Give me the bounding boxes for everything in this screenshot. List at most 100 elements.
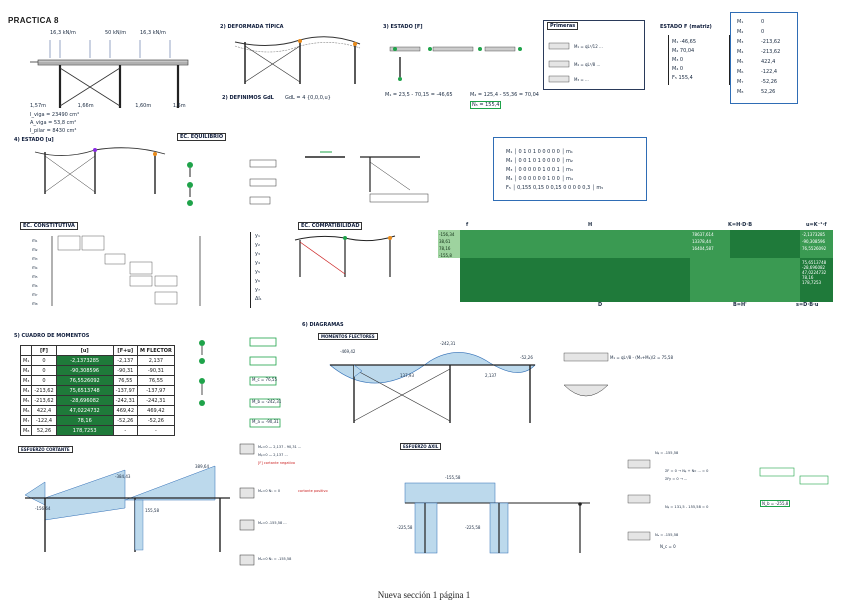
svg-text:M₃ = ...: M₃ = ... bbox=[574, 77, 589, 82]
grid-k-values: 78637,614 13378,44 16404,587 bbox=[692, 231, 714, 252]
support-dim-3: 1,60m bbox=[135, 103, 152, 109]
moments-cell: -213,62 bbox=[31, 395, 57, 406]
svg-text:m₆: m₆ bbox=[32, 283, 38, 288]
section-ec-compatibilidad: EC. COMPATIBILIDAD bbox=[298, 222, 363, 230]
moments-cell: -90,308596 bbox=[55, 365, 114, 376]
mdiag-val-3: -52,26 bbox=[520, 355, 533, 360]
moments-col-flector: M FLECTOR bbox=[136, 345, 175, 356]
moments-cell: 47,0224732 bbox=[55, 405, 114, 416]
mdiag-val-5: 2,137 bbox=[485, 373, 497, 378]
compatibilidad-figure bbox=[290, 232, 400, 282]
moments-cell: -242,31 bbox=[136, 395, 175, 406]
moments-cell: -28,696082 bbox=[55, 395, 114, 406]
moments-cell: -52,26 bbox=[136, 415, 175, 426]
svg-text:Mₐ=0 N₁ = 0: Mₐ=0 N₁ = 0 bbox=[258, 489, 280, 493]
equilibrio-svg bbox=[187, 159, 277, 206]
grid-h-block bbox=[460, 230, 730, 258]
moments-col-label bbox=[19, 345, 33, 356]
right-load-label: 16,3 kN/m bbox=[140, 30, 166, 36]
moments-header-row: [F] [u] [F+u] M FLECTOR bbox=[19, 345, 175, 356]
moments-col-f: [F] bbox=[31, 345, 57, 356]
grid-s-2: -28,696082 bbox=[802, 265, 826, 270]
prop-aviga: A_viga = 53,8 cm² bbox=[30, 120, 77, 126]
grid-label-u: u=K⁻¹·f bbox=[806, 222, 827, 228]
section-esfuerzo-axil: ESFUERZO AXIL bbox=[400, 443, 442, 450]
section-estado-f: 3) ESTADO [F] bbox=[383, 24, 423, 30]
grid-label-k: K=H·D·B bbox=[728, 222, 753, 228]
moments-cell: M₂ bbox=[19, 365, 33, 376]
fm-vec-label-5: M₅ bbox=[737, 59, 744, 65]
grid-f-1: -156,34 bbox=[439, 232, 455, 237]
svg-text:M₂ = qL²/8 ...: M₂ = qL²/8 ... bbox=[574, 62, 600, 67]
grid-u-2: -90,308596 bbox=[802, 239, 826, 244]
svg-text:cortante positivo: cortante positivo bbox=[298, 489, 328, 493]
y-1: y₁ bbox=[255, 233, 260, 239]
grid-k-3: 16404,587 bbox=[692, 246, 714, 251]
grid-f-values: -156,34 38,61 78,16 -155,8 bbox=[439, 231, 454, 259]
moments-cell: -52,26 bbox=[112, 415, 138, 426]
middle-calcs: Mₐ=0 — 2,137 - 90,31 ... Mᵦ=0 — 2,137 ..… bbox=[238, 440, 378, 580]
moments-cell: - bbox=[136, 425, 175, 436]
y-4: y₄ bbox=[255, 260, 260, 266]
mid-load-label: 50 kN/m bbox=[105, 30, 127, 36]
left-load-label: 16,3 kN/m bbox=[50, 30, 76, 36]
equilibrio-right-svg bbox=[305, 151, 429, 203]
gdl-formula: GdL = 4 {0,0,0,u} bbox=[285, 95, 331, 101]
grid-label-d: D bbox=[598, 302, 603, 308]
nb-eq: N_b = -255,8 bbox=[760, 500, 791, 507]
moments-cell: M₄ bbox=[19, 385, 33, 396]
nc-eq: N_c = 0 bbox=[660, 544, 676, 549]
right-calcs-svg: Nᵦ = -155,58 ΣF = 0 → Nᵦ + Nc ... = 0 ΣF… bbox=[627, 451, 829, 541]
section-deformada: 2) DEFORMADA TÍPICA bbox=[220, 24, 284, 30]
fm-val-3: -213,62 bbox=[761, 39, 781, 45]
grid-s-4: 78,16 bbox=[802, 275, 814, 280]
svg-text:m₇: m₇ bbox=[32, 292, 38, 297]
moments-cell: -137,97 bbox=[112, 385, 138, 396]
cm-row-5: F₅ │ 0,155 0,15 0 0,15 0 0 0 0 0,3 │ m₅ bbox=[506, 185, 604, 191]
support-dim-1: 1,57m bbox=[30, 103, 47, 109]
moments-cell: 422,4 bbox=[31, 405, 57, 416]
grid-s-3: 47,0224732 bbox=[802, 270, 827, 275]
m-eq: M₁ = qL²/8 - (M₁+M₂)/2 = 75,58 bbox=[610, 355, 674, 360]
grid-s-5: 178,7253 bbox=[802, 280, 822, 285]
section-ec-constitutiva: EC. CONSTITUTIVA bbox=[20, 222, 78, 230]
document-title: PRACTICA 8 bbox=[8, 16, 59, 25]
axil-diagram: -155,58 -225,58 -225,58 bbox=[395, 465, 595, 555]
moments-cell: M₇ bbox=[19, 415, 33, 426]
prop-iviga: I_viga = 23490 cm⁴ bbox=[30, 112, 80, 118]
grid-f-3: 78,16 bbox=[439, 246, 451, 251]
props-list: I_viga = 23490 cm⁴ A_viga = 53,8 cm² I_p… bbox=[30, 111, 79, 135]
mb-negative: M_b = -242,31 bbox=[252, 399, 282, 404]
section-momentos-flectores: MOMENTOS FLECTORES bbox=[318, 333, 378, 340]
moments-cell: 0 bbox=[31, 375, 57, 386]
y-7: y₇ bbox=[255, 287, 260, 293]
f-eq3: N₅ = 155,4 bbox=[470, 101, 502, 109]
page-footer: Nueva sección 1 página 1 bbox=[377, 590, 471, 600]
parabola-svg bbox=[563, 352, 609, 397]
grid-s-1: 75,6513748 bbox=[802, 260, 827, 265]
moments-cell: -90,31 bbox=[136, 365, 175, 376]
y-5: y₅ bbox=[255, 269, 260, 275]
moments-cell: -2,137 bbox=[112, 355, 138, 366]
primeras-title: Primeras bbox=[547, 22, 579, 30]
grid-label-b: B=H' bbox=[733, 302, 747, 308]
svg-text:m₈: m₈ bbox=[32, 301, 38, 306]
cort-val-1: -384,43 bbox=[115, 474, 131, 479]
prop-ipilar: I_pilar = 8430 cm⁴ bbox=[30, 128, 77, 134]
moments-cell: 76,5526092 bbox=[55, 375, 114, 386]
svg-text:m₂: m₂ bbox=[32, 247, 38, 252]
cm-row-2: M₂ │ 0 0 1 0 1 0 0 0 0 │ m₂ bbox=[506, 158, 573, 164]
grid-u-values: -2,1373285 -90,308596 76,5526092 bbox=[802, 231, 826, 252]
moments-cell: 52,26 bbox=[31, 425, 57, 436]
cortante-diagram: -384,43 -156,64 389,64 155,58 bbox=[15, 460, 240, 555]
moments-cell: 75,6513748 bbox=[55, 385, 114, 396]
